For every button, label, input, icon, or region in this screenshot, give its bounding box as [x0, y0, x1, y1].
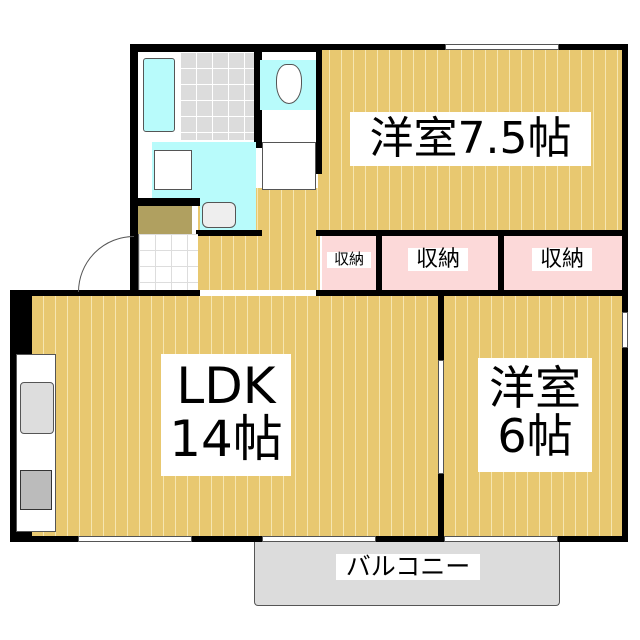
room-ldk-size: 14帖	[169, 409, 283, 468]
wall-bed-divider	[316, 44, 322, 174]
wall-storage-divider-2	[498, 234, 504, 294]
storage-right-label: 収納	[532, 248, 592, 271]
window-ldk-bottom	[78, 536, 192, 542]
room-western-6	[444, 296, 624, 536]
room-ldk-label: LDK 14帖	[161, 354, 291, 476]
window-bedroom-top	[445, 44, 559, 50]
wall-ldk-top	[10, 290, 200, 296]
shoe-box	[138, 206, 192, 234]
storage-small-label: 収納	[327, 251, 371, 268]
washing-machine-icon	[154, 150, 192, 190]
wall-storage-bottom	[316, 290, 628, 296]
wall-wash-bottom	[138, 198, 204, 206]
sliding-door-ldk-6	[438, 360, 444, 474]
toilet-door-area	[262, 142, 316, 190]
stove-icon	[20, 470, 52, 510]
room-western-6-name: 洋室	[489, 361, 581, 415]
balcony-label: バルコニー	[336, 553, 480, 581]
wall-sink-bottom	[196, 230, 262, 236]
window-6-bottom	[444, 536, 558, 542]
wall-bath-right	[254, 52, 262, 148]
room-ldk-name: LDK	[176, 357, 276, 415]
room-western-6-size: 6帖	[497, 409, 573, 464]
kitchen-sink-icon	[20, 382, 54, 434]
wall-top-wet	[130, 44, 320, 52]
bathtub	[143, 58, 175, 132]
entrance-floor	[138, 234, 198, 290]
wall-storage-row	[316, 230, 628, 236]
room-western-7-5-label: 洋室7.5帖	[350, 112, 591, 167]
toilet-icon	[276, 64, 302, 104]
storage-middle-label: 収納	[408, 248, 468, 271]
window-ldk-bottom-2	[262, 536, 376, 542]
wall-left-wet	[130, 44, 138, 294]
wall-storage-divider-1	[376, 234, 382, 294]
bath-floor	[180, 52, 256, 140]
window-6-right	[622, 312, 628, 348]
room-western-6-label: 洋室 6帖	[478, 358, 592, 472]
sink-icon	[202, 202, 236, 228]
